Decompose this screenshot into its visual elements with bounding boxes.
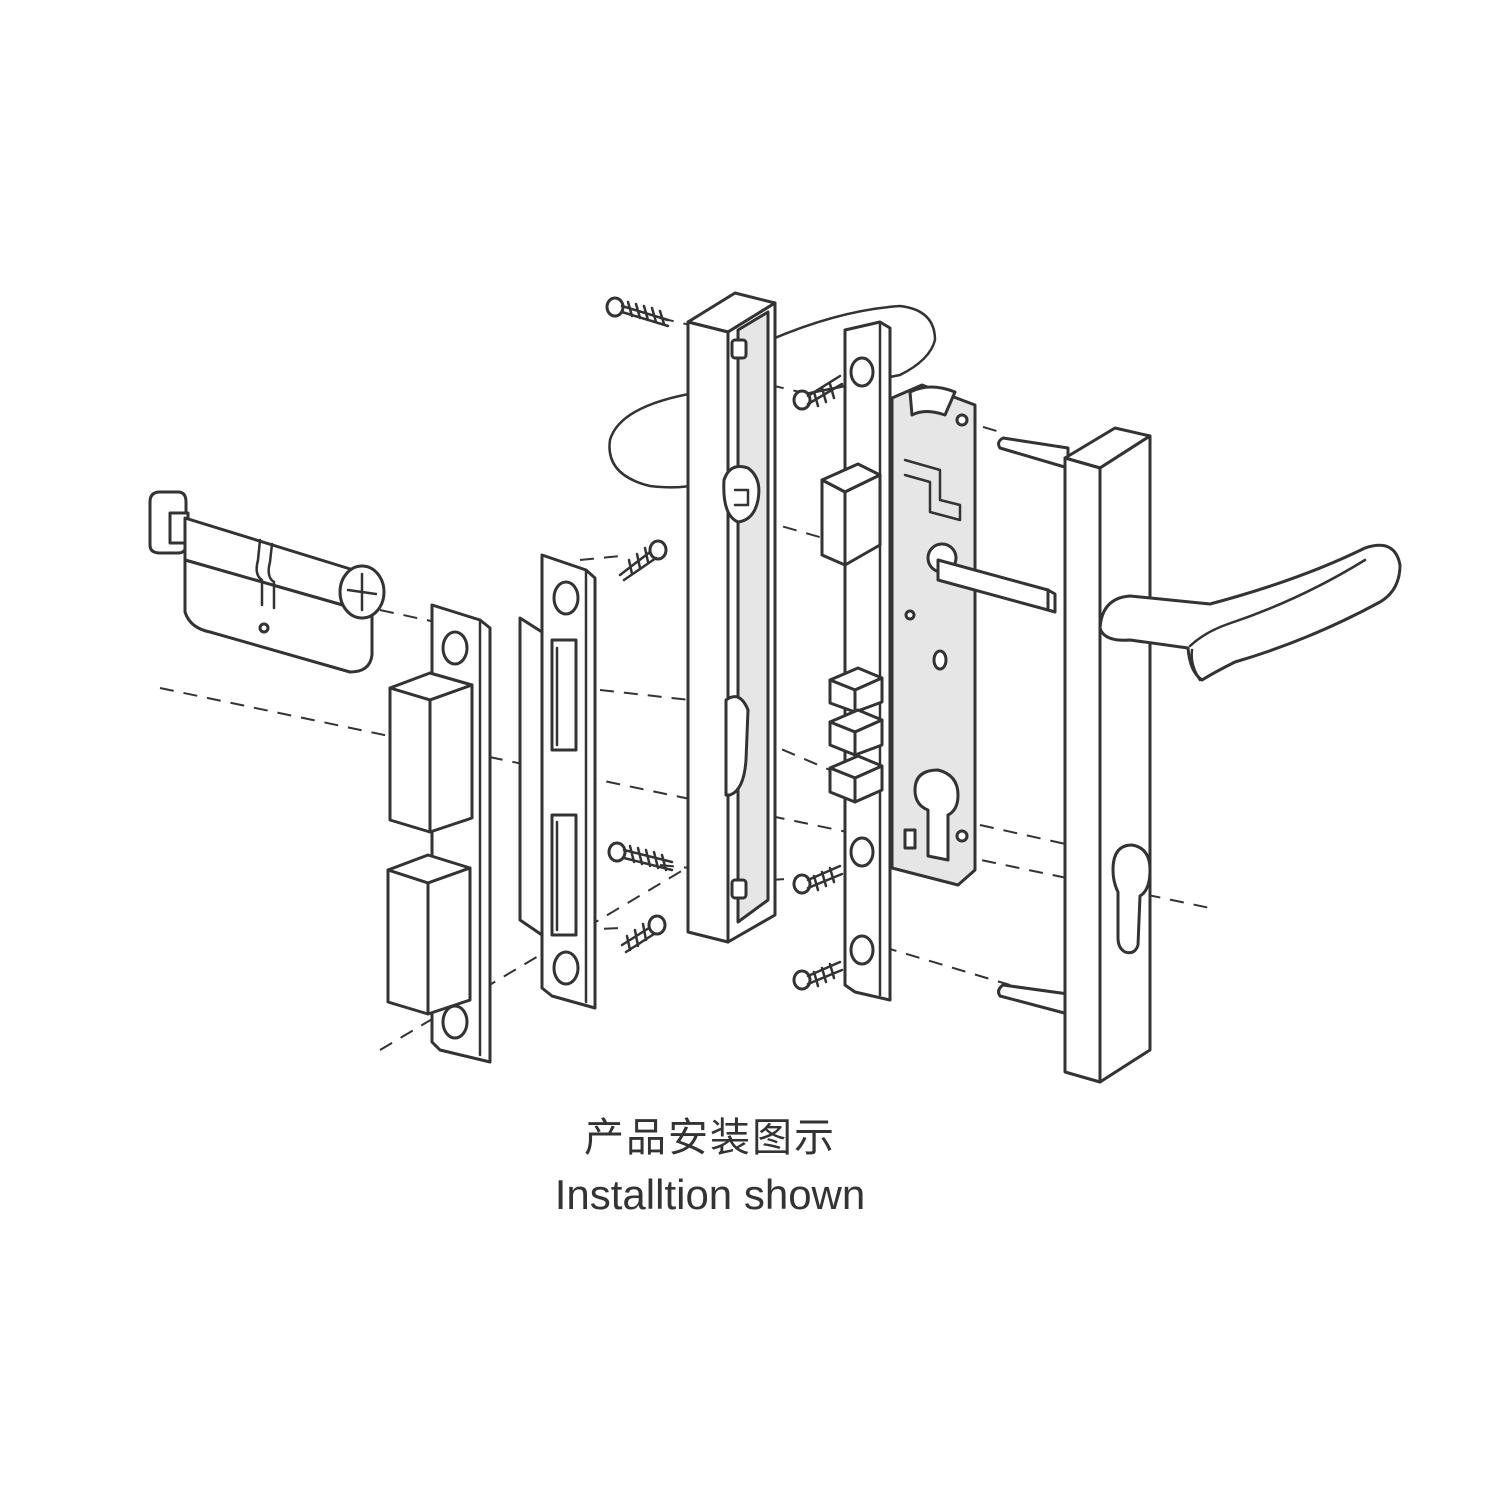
lock-faceplate bbox=[820, 320, 892, 1002]
screw bbox=[792, 864, 844, 895]
strike-plate bbox=[386, 603, 492, 1064]
screw bbox=[618, 539, 668, 582]
screw bbox=[620, 914, 667, 954]
upper-box-keep bbox=[388, 671, 474, 834]
euro-cylinder-with-thumbturn bbox=[148, 490, 386, 674]
alignment-lines bbox=[159, 317, 1211, 1051]
latch-bolt bbox=[820, 462, 882, 567]
caption-english: Installtion shown bbox=[554, 1171, 866, 1218]
screw bbox=[792, 374, 844, 411]
bent-strike-plate bbox=[518, 553, 597, 1010]
front-lever-handle-plate bbox=[997, 426, 1402, 1084]
caption-chinese: 产品安装图示 bbox=[584, 1115, 836, 1161]
rear-backplate-channel bbox=[686, 291, 777, 944]
mortise-lock-case bbox=[890, 383, 1057, 887]
lower-box-keep bbox=[386, 853, 472, 1016]
screw bbox=[605, 296, 670, 328]
deadbolt-blocks bbox=[828, 666, 884, 804]
screw bbox=[792, 960, 844, 991]
diagram-caption: 产品安装图示 Installtion shown bbox=[0, 1105, 1500, 1219]
screw bbox=[607, 841, 674, 872]
fixing-screws bbox=[605, 296, 844, 991]
